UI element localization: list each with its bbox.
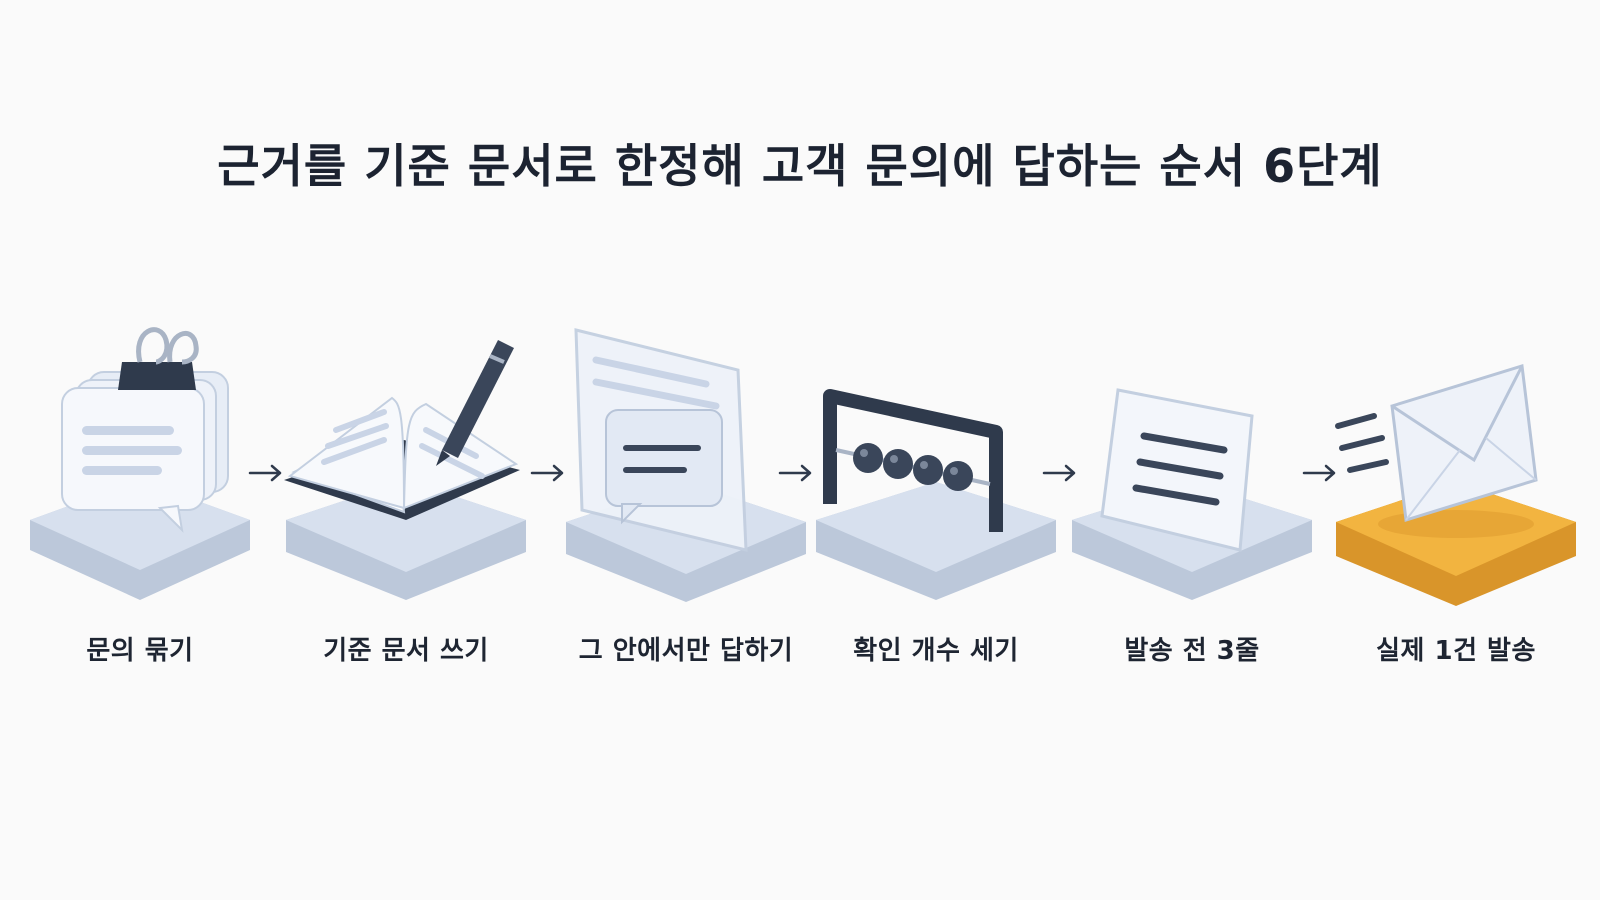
step-label: 그 안에서만 답하기 <box>578 636 794 666</box>
step-label: 확인 개수 세기 <box>853 636 1019 666</box>
step-4: 확인 개수 세기 <box>806 300 1066 680</box>
clipped-message-stack-icon <box>30 327 250 600</box>
arrow-right-icon <box>1040 458 1080 488</box>
step-1: 문의 묶기 <box>10 300 270 680</box>
sending-envelope-icon <box>1335 364 1576 606</box>
step-label: 문의 묶기 <box>86 636 194 666</box>
arrow-right-icon <box>1300 458 1340 488</box>
three-line-note-icon <box>1072 388 1312 600</box>
arrow-right-icon <box>776 458 816 488</box>
step-5: 발송 전 3줄 <box>1062 300 1322 680</box>
step-label: 발송 전 3줄 <box>1124 636 1260 666</box>
step-6: 실제 1건 발송 <box>1326 300 1586 680</box>
arrow-right-icon <box>528 458 568 488</box>
step-3: 그 안에서만 답하기 <box>556 300 816 680</box>
abacus-counter-icon <box>816 389 1056 600</box>
arrow-right-icon <box>246 458 286 488</box>
step-label: 실제 1건 발송 <box>1376 636 1536 666</box>
document-with-reply-bubble-icon <box>566 328 806 602</box>
book-and-pen-icon <box>284 340 526 600</box>
step-2: 기준 문서 쓰기 <box>276 300 536 680</box>
page-title: 근거를 기준 문서로 한정해 고객 문의에 답하는 순서 6단계 <box>217 139 1383 193</box>
step-label: 기준 문서 쓰기 <box>323 636 489 666</box>
